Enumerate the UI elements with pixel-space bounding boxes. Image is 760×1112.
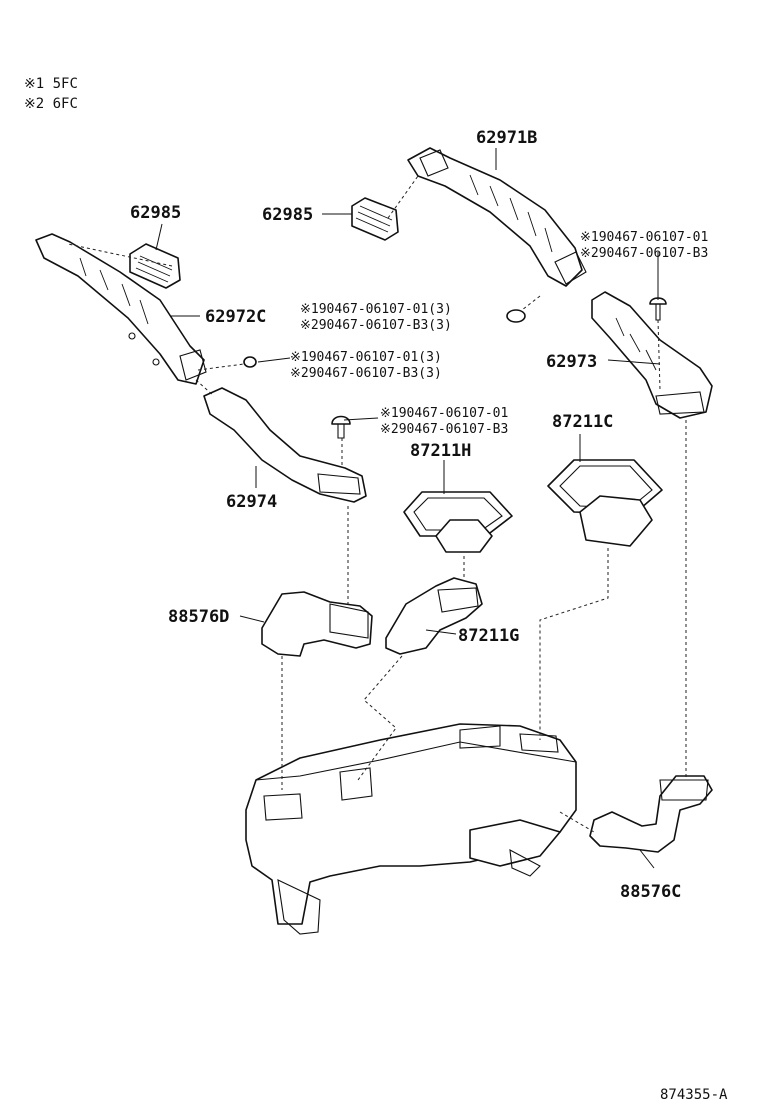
heater-unit — [245, 723, 577, 935]
label-87211g: 87211G — [458, 626, 520, 646]
leader-lines — [155, 148, 661, 869]
screw-label-b2: ※290467-06107-B3(3) — [300, 318, 452, 333]
screw-label-c1: ※190467-06107-01(3) — [290, 350, 442, 365]
duct-62972c — [35, 233, 207, 385]
figure-code: 874355-A — [660, 1087, 728, 1103]
clip-center — [506, 309, 526, 323]
screw-label-d1: ※190467-06107-01 — [380, 406, 509, 421]
screw-label-a1: ※190467-06107-01 — [580, 230, 709, 245]
screw-label-b1: ※190467-06107-01(3) — [300, 302, 452, 317]
label-88576d: 88576D — [168, 607, 230, 627]
legend-mark-1: ※1 5FC — [24, 76, 78, 92]
label-62972c: 62972C — [205, 307, 267, 327]
vent-62985-left — [129, 243, 181, 289]
label-62974: 62974 — [226, 492, 278, 512]
screw-label-c2: ※290467-06107-B3(3) — [290, 366, 442, 381]
connection-lines — [67, 175, 687, 833]
adapter-87211c — [547, 459, 663, 547]
duct-62973 — [591, 291, 713, 419]
label-62971b: 62971B — [476, 128, 538, 148]
screw-label-a2: ※290467-06107-B3 — [580, 246, 709, 261]
label-88576c: 88576C — [620, 882, 682, 902]
screw-label-d2: ※290467-06107-B3 — [380, 422, 509, 437]
duct-62974 — [203, 387, 367, 503]
screw-center — [331, 415, 351, 439]
vent-62985-upper — [351, 197, 399, 241]
label-87211h: 87211H — [410, 441, 472, 461]
screw-right — [649, 297, 667, 321]
label-62985-left: 62985 — [130, 203, 182, 223]
duct-88576c — [589, 775, 713, 853]
duct-88576d — [261, 591, 373, 657]
label-62973: 62973 — [546, 352, 598, 372]
clip-left — [243, 356, 257, 368]
label-62985-upper: 62985 — [262, 205, 314, 225]
legend-mark-2: ※2 6FC — [24, 96, 78, 112]
duct-87211g — [385, 577, 483, 655]
duct-62971b — [407, 147, 587, 287]
label-87211c: 87211C — [552, 412, 614, 432]
adapter-87211h — [403, 491, 513, 553]
